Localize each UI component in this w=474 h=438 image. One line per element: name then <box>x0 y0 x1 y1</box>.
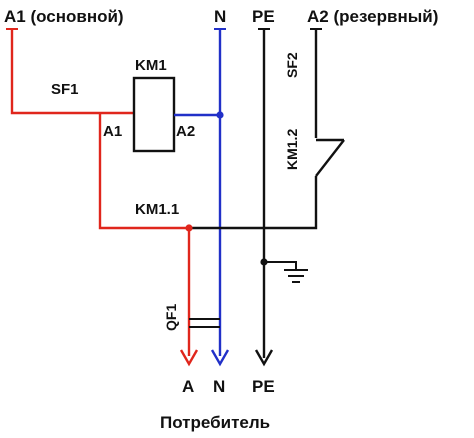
label-out-a: A <box>182 377 194 396</box>
label-coil-a2: A2 <box>176 123 195 140</box>
ground-symbol <box>264 261 308 283</box>
km1-1-junction-dot <box>185 224 193 232</box>
label-out-n: N <box>213 377 225 396</box>
qf1-breaker <box>189 318 220 328</box>
pe-line <box>254 29 274 367</box>
neutral-line <box>174 29 230 367</box>
label-qf1: QF1 <box>163 304 179 331</box>
label-consumer: Потребитель <box>160 413 270 432</box>
phase-reserve-line <box>189 29 345 230</box>
label-pe-top: PE <box>252 7 275 26</box>
label-n-top: N <box>214 7 226 26</box>
label-km1-2: KM1.2 <box>284 129 300 170</box>
label-a2-source: A2 (резервный) <box>307 7 438 26</box>
phase-main-line <box>10 29 199 367</box>
label-km1: KM1 <box>135 57 167 74</box>
label-sf2: SF2 <box>284 52 300 78</box>
neutral-junction-dot <box>216 111 224 119</box>
label-sf1: SF1 <box>51 81 79 98</box>
km1-coil <box>132 76 176 153</box>
label-a1-source: A1 (основной) <box>4 7 124 26</box>
label-coil-a1: A1 <box>103 123 122 140</box>
label-out-pe: PE <box>252 377 275 396</box>
label-km1-1: KM1.1 <box>135 201 179 218</box>
